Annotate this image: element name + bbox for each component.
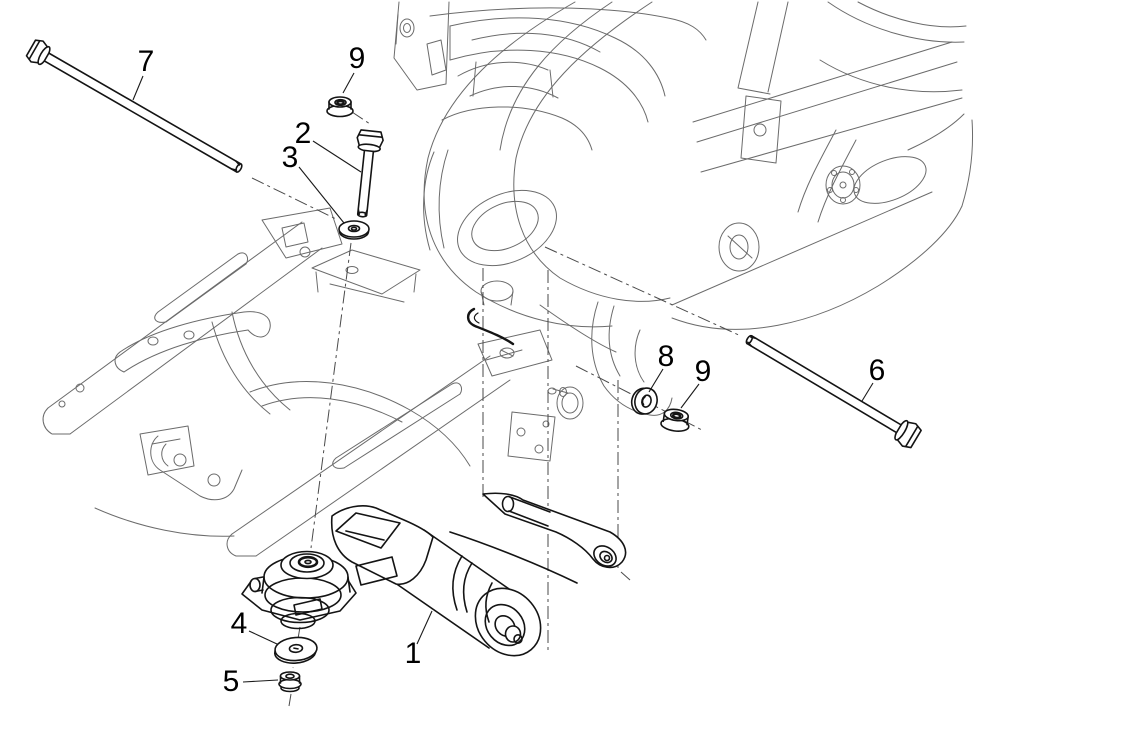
leader-line-9-5 [680, 383, 700, 409]
leader-line-3-3 [298, 166, 345, 224]
leader-line-8-4 [648, 368, 664, 393]
leader-line-7-0 [132, 75, 144, 101]
callout-label-9-1[interactable]: 9 [348, 42, 366, 75]
callout-label-7-0[interactable]: 7 [137, 45, 155, 78]
axis-washer3-to-mount [310, 242, 352, 549]
frame-mount-bracket [311, 249, 421, 303]
leader-line-4-8 [248, 630, 278, 645]
callout-label-1-7[interactable]: 1 [404, 637, 422, 670]
part-9-flange-nut-lower [660, 408, 690, 432]
axis-bolt7 [251, 177, 339, 221]
frame-illustration [42, 1, 973, 557]
engine-illustration [423, 61, 760, 306]
axis-nut5 [288, 693, 292, 707]
callout-label-4-8[interactable]: 4 [230, 607, 248, 640]
transmission-illustration [671, 1, 973, 330]
leader-line-6-6 [861, 382, 874, 402]
axis-bolt6 [544, 246, 742, 337]
part-7-long-bolt [25, 39, 243, 173]
part-9-flange-nut-upper [326, 96, 354, 118]
callout-label-5-9[interactable]: 5 [222, 665, 240, 698]
part-5-flange-nut [278, 671, 302, 693]
frame-bracket-top-left [393, 1, 450, 91]
part-4-washer [273, 636, 318, 664]
callout-label-6-6[interactable]: 6 [868, 354, 886, 387]
part-6-long-bolt [745, 334, 922, 449]
callout-label-9-5[interactable]: 9 [694, 355, 712, 388]
leader-lines [132, 72, 874, 683]
callout-label-3-3[interactable]: 3 [281, 141, 299, 174]
frame-down-tube [423, 1, 671, 328]
frame-cable [429, 7, 707, 41]
pivot-bracket-illustration [507, 301, 673, 462]
leader-line-1-7 [416, 610, 433, 645]
callout-label-8-4[interactable]: 8 [657, 340, 675, 373]
part-1-link-assembly [241, 492, 627, 657]
part-3-washer [338, 220, 370, 240]
part-8-washer [630, 387, 658, 415]
frame-main-spar [449, 17, 666, 123]
engine-cradle-illustration [211, 311, 471, 467]
part-2-bolt [356, 129, 384, 218]
leader-line-2-2 [312, 140, 362, 173]
callout-label-2-2[interactable]: 2 [294, 117, 312, 150]
floorboard-rails-illustration [42, 207, 553, 557]
axis-link-boss-tail [620, 571, 631, 581]
axis-nut9-upper [351, 111, 371, 125]
retaining-clip [466, 307, 515, 346]
leader-line-5-9 [242, 679, 279, 683]
leader-line-9-1 [342, 72, 355, 94]
